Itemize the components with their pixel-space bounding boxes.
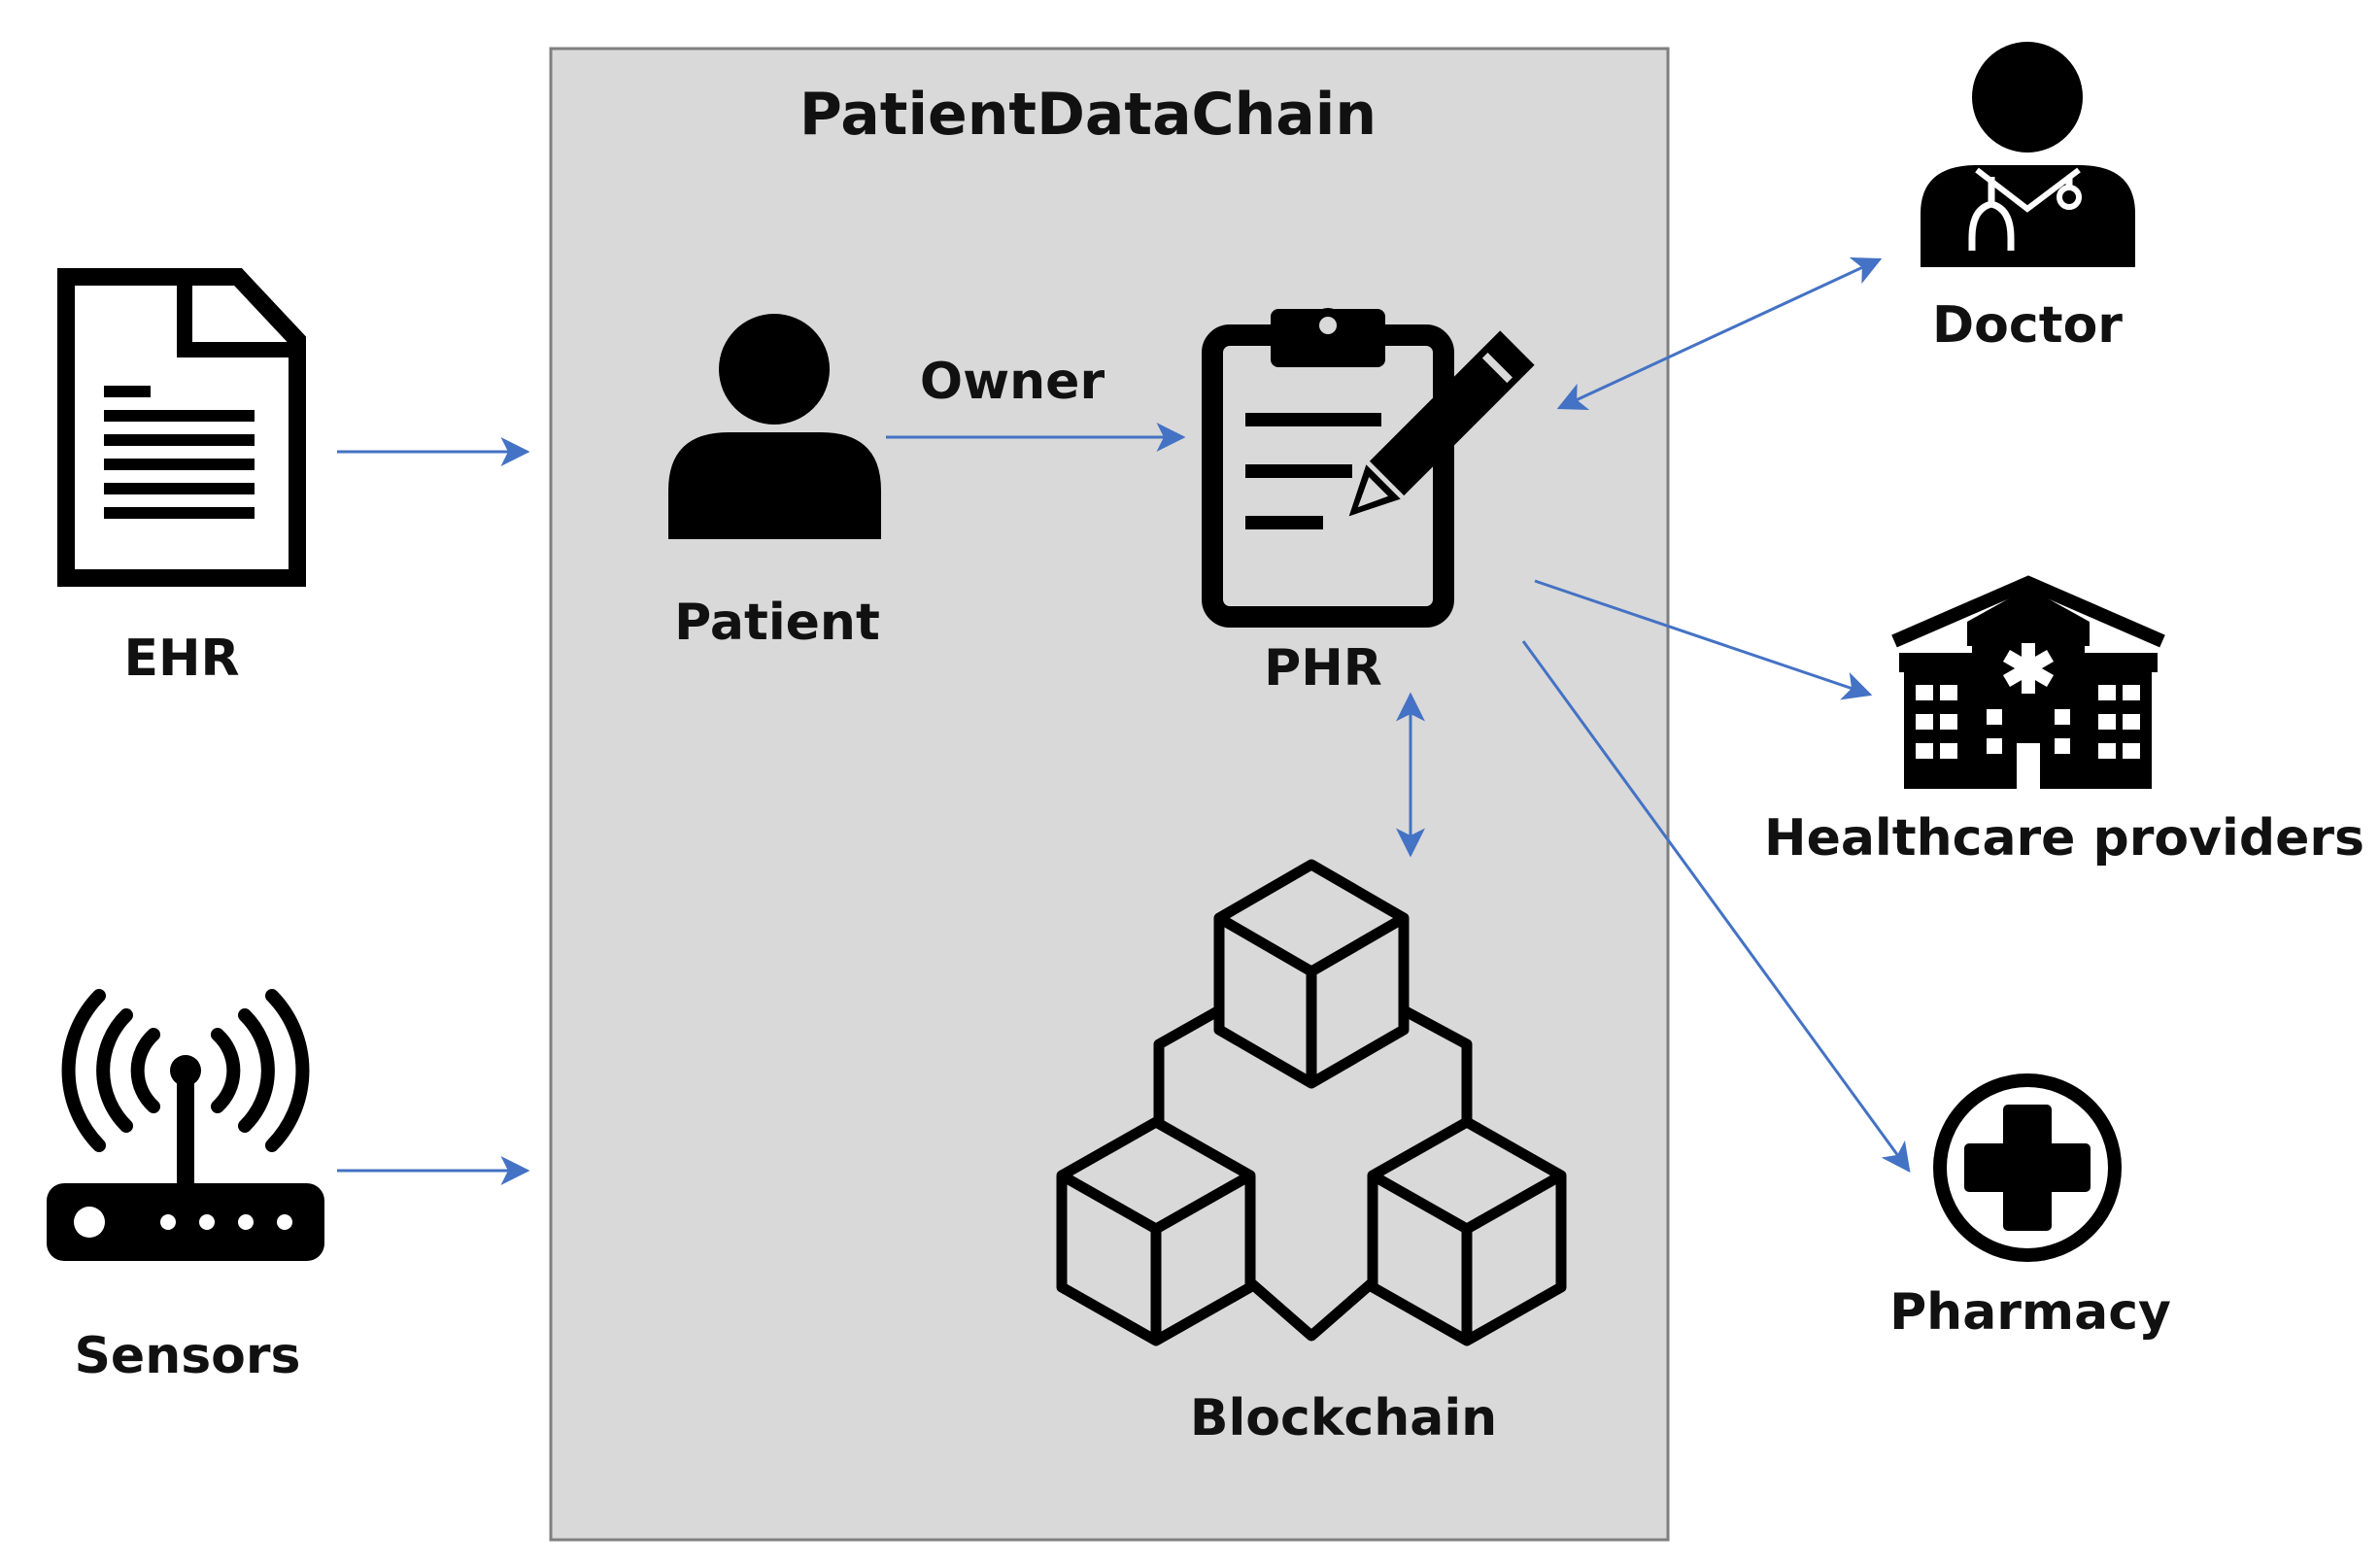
arrows bbox=[337, 256, 1911, 1185]
sensors-label: Sensors bbox=[74, 1327, 300, 1385]
healthcare-providers-label: Healthcare providers bbox=[1764, 809, 2364, 868]
blockchain-label: Blockchain bbox=[1190, 1389, 1497, 1447]
medical-cross-icon bbox=[1933, 1073, 2122, 1262]
doctor-icon bbox=[1921, 42, 2135, 267]
phr-label: PHR bbox=[1264, 639, 1382, 698]
blockchain-cubes-icon bbox=[1056, 859, 1567, 1346]
arrow-phr-to-pharmacy bbox=[1521, 640, 1911, 1174]
patientdatachain-container bbox=[549, 47, 1670, 1542]
document-icon bbox=[57, 268, 306, 587]
arrow-phr-doctor bbox=[1556, 256, 1883, 411]
pharmacy-label: Pharmacy bbox=[1889, 1283, 2171, 1342]
wifi-router-icon bbox=[47, 989, 324, 1261]
arrow-phr-to-healthcare bbox=[1534, 579, 1873, 700]
ehr-label: EHR bbox=[123, 630, 239, 688]
owner-label: Owner bbox=[920, 353, 1105, 411]
container-title: PatientDataChain bbox=[799, 81, 1377, 149]
person-icon bbox=[668, 314, 881, 539]
hospital-icon bbox=[1891, 575, 2165, 789]
clipboard-pencil-icon bbox=[1202, 308, 1535, 628]
doctor-label: Doctor bbox=[1932, 296, 2123, 355]
patient-label: Patient bbox=[674, 594, 880, 652]
